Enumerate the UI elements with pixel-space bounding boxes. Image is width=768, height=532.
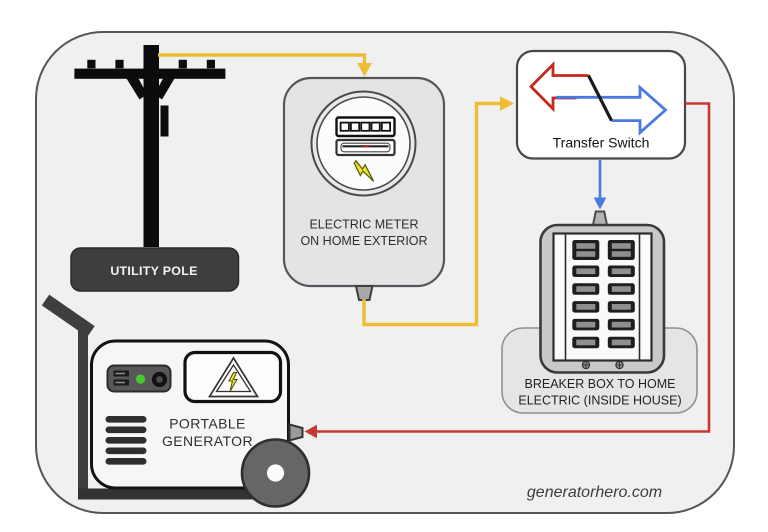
svg-text:UTILITY POLE: UTILITY POLE [110,264,197,278]
svg-text:generatorhero.com: generatorhero.com [527,484,662,501]
svg-text:BREAKER BOX TO HOME: BREAKER BOX TO HOME [525,377,676,391]
svg-text:ELECTRIC (INSIDE HOUSE): ELECTRIC (INSIDE HOUSE) [518,394,681,408]
svg-text:PORTABLE: PORTABLE [169,416,246,432]
svg-text:ELECTRIC METER: ELECTRIC METER [309,218,418,232]
svg-text:Transfer Switch: Transfer Switch [553,135,650,151]
svg-text:GENERATOR: GENERATOR [162,433,253,449]
svg-text:ON HOME EXTERIOR: ON HOME EXTERIOR [300,234,427,248]
